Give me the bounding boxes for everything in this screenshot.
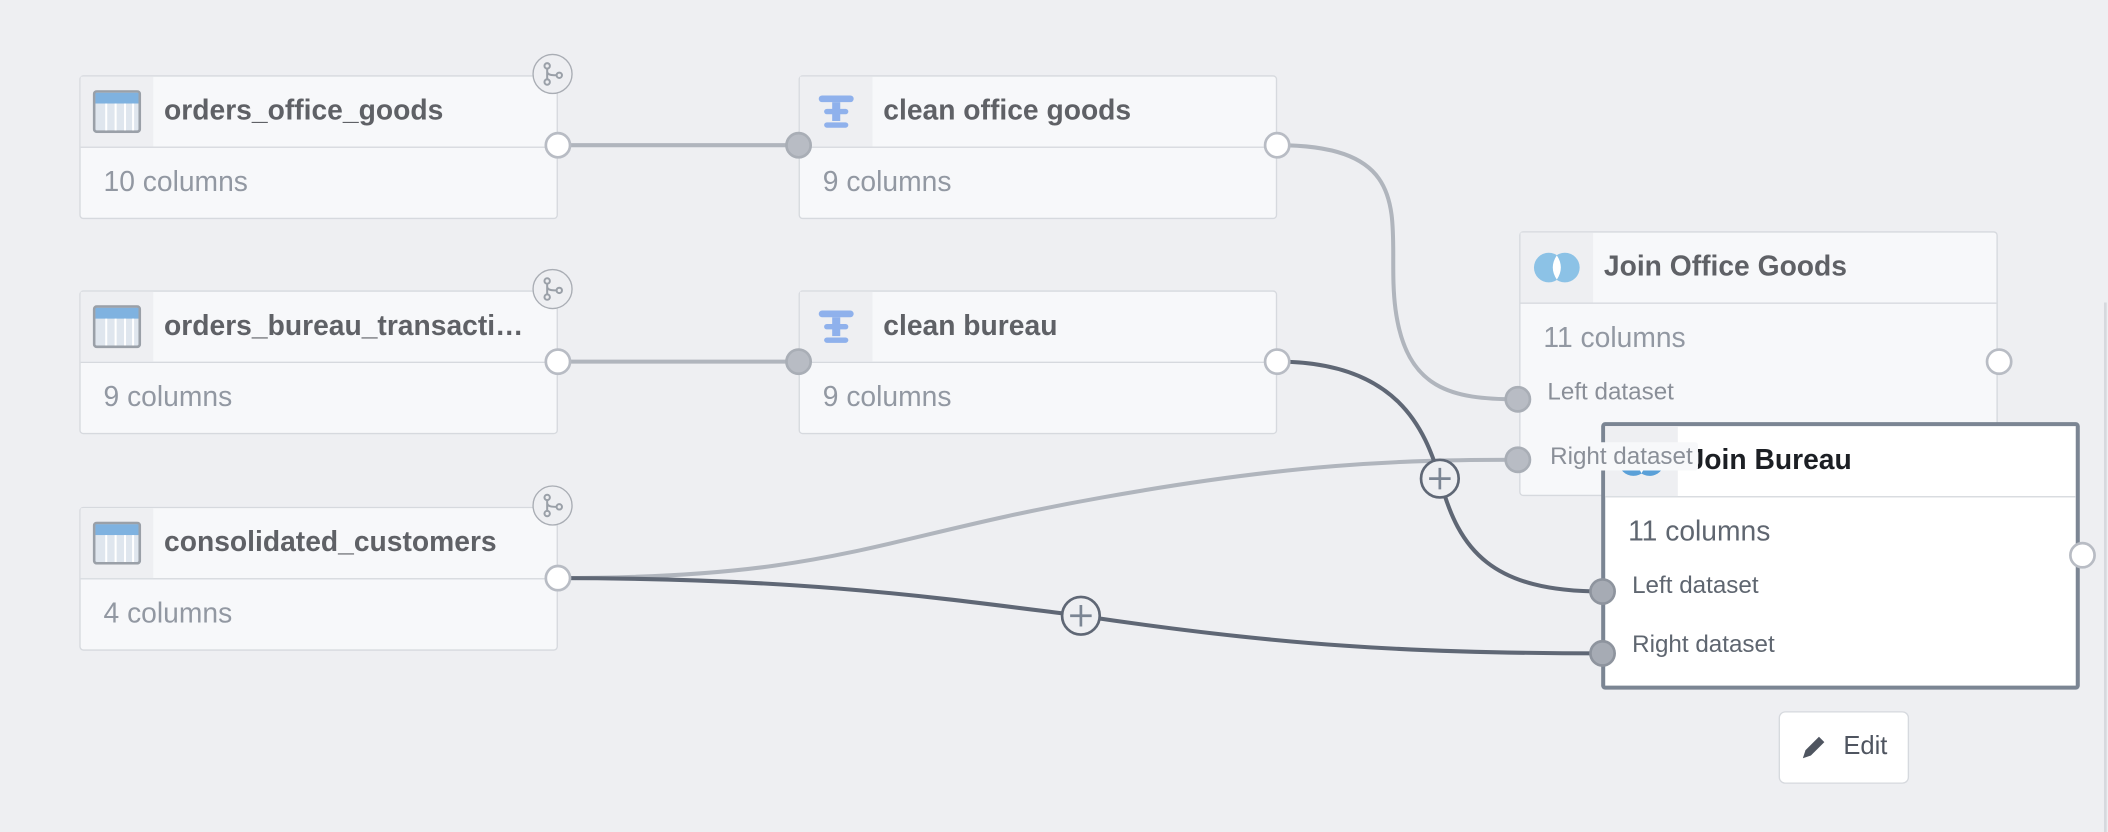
node-title: Join Bureau [1688,444,1852,476]
left-input-port[interactable] [1504,385,1532,413]
add-node-icon[interactable] [1419,458,1461,499]
node-title: clean office goods [883,95,1132,127]
branch-icon[interactable] [532,268,573,310]
table-icon [80,291,154,362]
output-port[interactable] [1985,348,2013,376]
branch-icon[interactable] [532,53,573,95]
right-input-port[interactable] [1504,446,1532,474]
edit-button[interactable]: Edit [1778,711,1910,784]
add-node-icon[interactable] [1060,595,1102,636]
node-title: Join Office Goods [1603,251,1848,283]
dataset-node-consolidated-customers[interactable]: consolidated_customers 4 columns [79,506,558,651]
node-column-count: 11 columns [1628,516,1771,548]
edge-customers-to-join-office [557,457,1518,581]
join-icon [1520,232,1594,303]
output-port[interactable] [1263,131,1291,159]
right-dataset-label: Right dataset [1547,442,1699,471]
transform-node-clean-bureau[interactable]: clean bureau 9 columns [798,290,1278,435]
branch-icon[interactable] [532,485,573,526]
node-title: clean bureau [883,310,1058,342]
node-title: consolidated_customers [164,527,497,558]
node-title: orders_office_goods [164,95,444,127]
dataset-node-orders-office-goods[interactable]: orders_office_goods 10 columns [79,75,558,220]
input-port[interactable] [785,131,813,159]
dataset-node-orders-bureau[interactable]: orders_bureau_transacti… 9 columns [79,290,558,435]
transform-node-clean-office-goods[interactable]: clean office goods 9 columns [798,75,1278,220]
table-icon [80,76,154,147]
right-input-port[interactable] [1589,639,1616,667]
edit-label: Edit [1843,732,1888,761]
table-icon [80,508,154,579]
node-column-count: 9 columns [103,381,233,413]
node-column-count: 11 columns [1543,322,1686,354]
node-column-count: 10 columns [103,166,248,198]
output-port[interactable] [1263,348,1291,376]
filter-transform-icon [799,291,873,362]
node-column-count: 9 columns [822,166,952,198]
output-port[interactable] [544,348,572,376]
panel-edge-divider [2103,302,2107,832]
left-dataset-label: Left dataset [1632,571,1759,599]
left-dataset-label: Left dataset [1547,377,1674,405]
node-title: orders_bureau_transacti… [164,310,524,342]
node-column-count: 9 columns [822,381,952,413]
right-dataset-label: Right dataset [1632,630,1775,658]
output-port[interactable] [544,564,572,592]
node-column-count: 4 columns [103,598,233,630]
left-input-port[interactable] [1589,578,1616,605]
edge-clean-office-to-join [1277,143,1518,402]
pencil-icon [1803,736,1825,759]
filter-transform-icon [799,76,873,147]
input-port[interactable] [785,348,813,376]
output-port[interactable] [2069,541,2096,569]
output-port[interactable] [544,131,572,159]
